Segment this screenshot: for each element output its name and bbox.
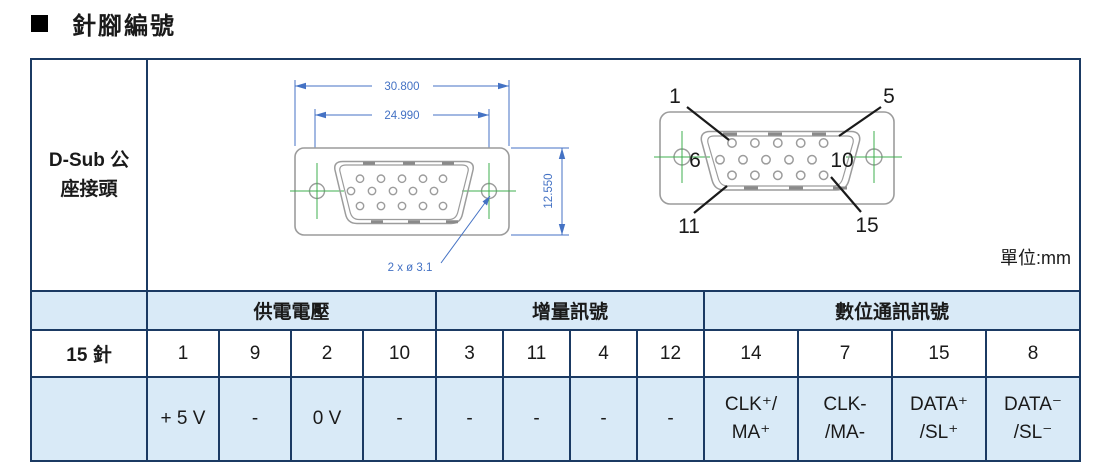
dsub-shroud-right — [700, 130, 861, 191]
shroud-latch-ticks-right — [723, 132, 847, 190]
pin-holes-left — [346, 174, 448, 211]
pin-number: 3 — [435, 329, 504, 378]
pin-number: 1 — [146, 329, 220, 378]
dim-height-value: 12.550 — [543, 173, 555, 208]
pin-number: 4 — [569, 329, 638, 378]
signal-value: - — [569, 376, 638, 462]
empty-corner-cell — [30, 290, 148, 331]
pin-number: 8 — [985, 329, 1081, 378]
dim-height: 12.550 — [511, 147, 569, 236]
crosshair-icon — [654, 131, 902, 183]
pin-holes-right — [715, 138, 829, 181]
signal-value: CLK- /MA- — [797, 376, 893, 462]
signal-value: - — [362, 376, 437, 462]
signal-value: 0 V — [290, 376, 364, 462]
drawing-row: D-Sub 公 座接頭 30.800 — [30, 58, 1081, 292]
unit-label: 單位:mm — [1000, 248, 1071, 268]
pin-number: 10 — [362, 329, 437, 378]
group-header-digital: 數位通訊訊號 — [703, 290, 1081, 331]
hole-callout-value: 2 x ø 3.1 — [388, 262, 433, 274]
pin-number: 12 — [636, 329, 705, 378]
signal-value: DATA⁺ /SL⁺ — [891, 376, 987, 462]
connector-technical-drawing: 30.800 24.990 12.550 — [290, 80, 902, 274]
pin-number: 15 — [891, 329, 987, 378]
dim-width-outer-value: 30.800 — [384, 81, 419, 93]
pin-label-6: 6 — [689, 149, 701, 172]
pin-label-1: 1 — [669, 85, 681, 108]
pin-label-10: 10 — [830, 149, 853, 172]
pin-count-label: 15 針 — [30, 329, 148, 378]
pin-number-row: 15 針 1 9 2 10 3 11 4 12 14 7 15 8 — [30, 329, 1081, 378]
hole-diameter-callout: 2 x ø 3.1 — [388, 195, 491, 274]
shroud-latch-ticks-left — [363, 161, 458, 224]
connector-drawings-cell: 30.800 24.990 12.550 — [146, 58, 1081, 292]
signal-value: + 5 V — [146, 376, 220, 462]
signal-value: DATA⁻ /SL⁻ — [985, 376, 1081, 462]
pin-number: 2 — [290, 329, 364, 378]
pin-number: 14 — [703, 329, 799, 378]
signal-value-row: + 5 V - 0 V - - - - - CLK⁺/ MA⁺ CLK- /MA… — [30, 376, 1081, 462]
dsub-shroud-left — [334, 160, 474, 225]
dim-width-inner-value: 24.990 — [384, 110, 419, 122]
square-bullet-icon — [31, 15, 48, 32]
pin-label-15: 15 — [855, 214, 878, 237]
pin-number: 7 — [797, 329, 893, 378]
signal-value: - — [502, 376, 571, 462]
connector-type-label: D-Sub 公 座接頭 — [30, 58, 148, 292]
group-header-power: 供電電壓 — [146, 290, 437, 331]
empty-signal-label-cell — [30, 376, 148, 462]
section-title-text: 針腳編號 — [72, 13, 176, 40]
group-header-incremental: 增量訊號 — [435, 290, 705, 331]
pin-number-leaders — [686, 106, 882, 214]
crosshair-icon — [290, 163, 516, 219]
signal-value: - — [218, 376, 292, 462]
pin-number: 11 — [502, 329, 571, 378]
pin-label-5: 5 — [883, 85, 895, 108]
pin-label-11: 11 — [678, 215, 700, 238]
pin-assignment-table: D-Sub 公 座接頭 30.800 — [30, 58, 1081, 462]
dim-width-outer: 30.800 — [294, 80, 510, 146]
section-title: 針腳編號 — [31, 6, 176, 41]
signal-value: - — [435, 376, 504, 462]
signal-value: - — [636, 376, 705, 462]
signal-group-header-row: 供電電壓 增量訊號 數位通訊訊號 — [30, 290, 1081, 331]
signal-value: CLK⁺/ MA⁺ — [703, 376, 799, 462]
pin-number: 9 — [218, 329, 292, 378]
